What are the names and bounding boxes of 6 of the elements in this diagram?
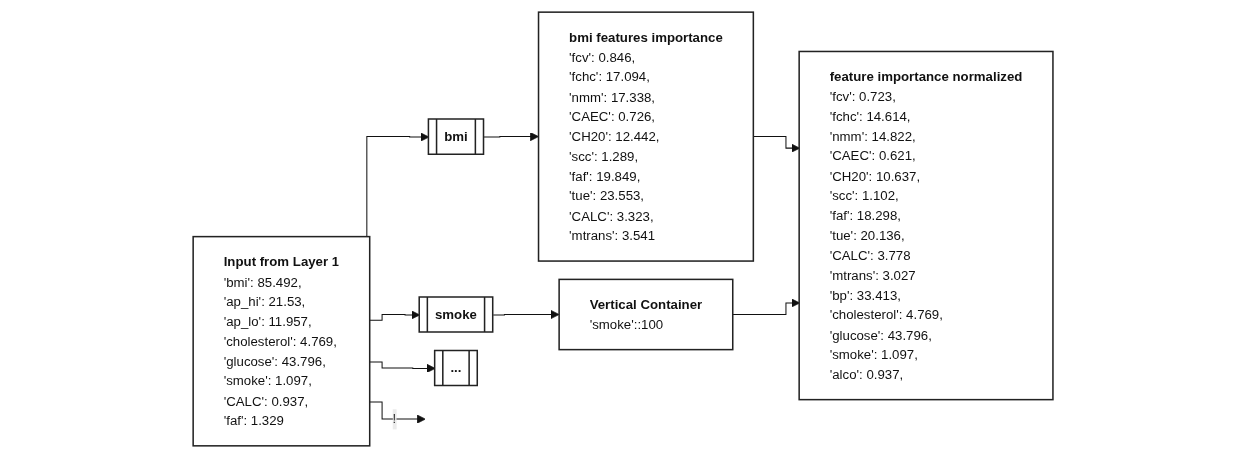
node-box: Input from Layer 1 'bmi': 85.492, 'ap_hi': 21.53, 'ap_lo': 11.957, 'cholesterol': 4.769, 'glucose': 43.796, 'smoke': 1.097, 'CALC': 0.937, 'faf': 1.329 xyxy=(192,235,371,447)
node-box: bmi features importance 'fcv': 0.846, 'fchc': 17.094, 'nmm': 17.338, 'CAEC': 0.726, 'CH20': 12.442, 'scc': 1.289, 'faf': 19.849, 'tue': 23.553, 'CALC': 3.323, 'mtrans': 3.541 xyxy=(538,11,755,262)
node-box: Vertical Container 'smoke'::100 xyxy=(558,278,734,351)
arrow xyxy=(493,310,560,319)
edge-label: ! xyxy=(393,411,397,427)
node-box: feature importance normalized 'fcv': 0.723, 'fchc': 14.614, 'nmm': 14.822, 'CAEC': 0.621, 'CH20': 10.637, 'scc': 1.102, 'faf': 18.298, 'tue': 20.136, 'CALC': 3.778 'mtrans': 3.027 'bp': 33.413, 'cholesterol': 4.769, 'glucose': 43.796, 'smoke': 1.097, 'alco': 0.937, xyxy=(798,50,1055,401)
